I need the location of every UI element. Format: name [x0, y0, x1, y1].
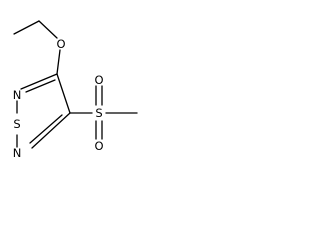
atom-nitrogen-top: N: [13, 88, 22, 102]
atom-label-nitrogen-top: N: [13, 88, 22, 102]
chemical-structure-diagram: O N S N S O O: [13, 20, 138, 160]
atom-label-oxygen-ether: O: [56, 37, 65, 51]
atom-label-sulfur-ring: S: [13, 117, 20, 131]
bond-c4-n-double-outer: [20, 73, 58, 90]
atom-label-oxygen-sulfonyl-bottom: O: [94, 139, 103, 153]
atom-sulfur-sulfonyl: S: [95, 106, 102, 120]
atom-label-sulfur-sulfonyl: S: [95, 106, 102, 120]
atom-nitrogen-bottom: N: [13, 146, 22, 160]
bond-o-c4: [56, 49, 61, 75]
bond-c3-n-double-inner: [29, 114, 63, 144]
bond-c3-n-double-outer: [31, 112, 71, 149]
atom-label-oxygen-sulfonyl-top: O: [94, 73, 103, 87]
atom-oxygen-sulfonyl-bottom: O: [94, 139, 103, 153]
bond-c4-n-double-inner: [25, 79, 56, 93]
atom-label-nitrogen-bottom: N: [13, 146, 22, 160]
bond-ethyl-ch3-ch2: [13, 20, 40, 35]
bond-ethyl-ch2-o: [38, 20, 58, 39]
atom-oxygen-ether: O: [56, 37, 65, 51]
atom-oxygen-sulfonyl-top: O: [94, 73, 103, 87]
atom-sulfur-ring: S: [13, 117, 20, 131]
bond-c4-c3: [56, 73, 71, 114]
